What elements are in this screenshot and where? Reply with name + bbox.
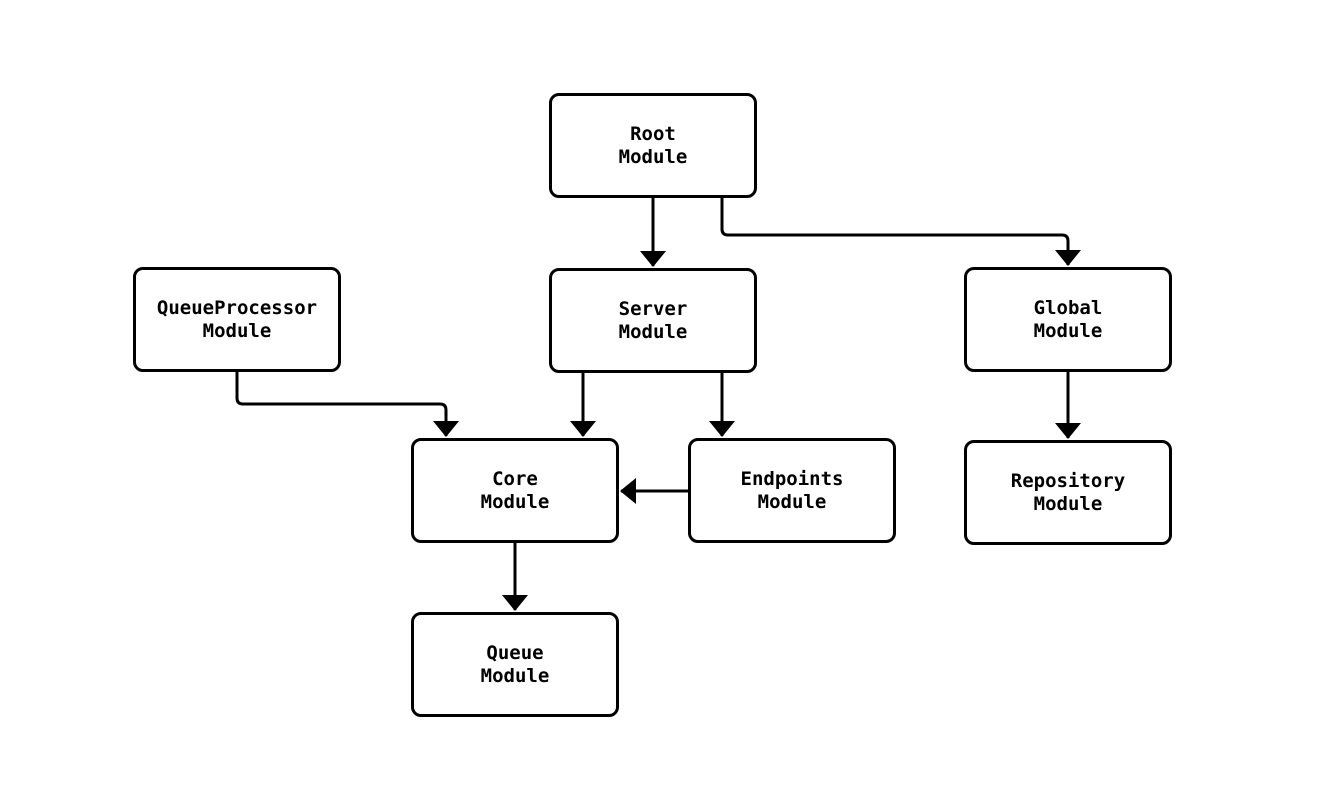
node-server-module: Server Module — [549, 268, 757, 373]
node-label: Endpoints Module — [740, 467, 844, 513]
node-root-module: Root Module — [549, 93, 757, 198]
node-label: Global Module — [1033, 296, 1103, 342]
node-label: Core Module — [480, 467, 550, 513]
node-label: Root Module — [618, 122, 688, 168]
node-queueprocessor-module: QueueProcessor Module — [133, 267, 341, 372]
node-label: QueueProcessor Module — [156, 296, 318, 342]
node-label: Repository Module — [1010, 469, 1126, 515]
node-label: Server Module — [618, 297, 688, 343]
edge-queueprocessor-to-core — [235, 372, 459, 437]
node-repository-module: Repository Module — [964, 440, 1172, 545]
node-queue-module: Queue Module — [411, 612, 619, 717]
node-core-module: Core Module — [411, 438, 619, 543]
node-label: Queue Module — [480, 641, 550, 687]
edge-root-to-global — [720, 198, 1081, 266]
node-global-module: Global Module — [964, 267, 1172, 372]
node-endpoints-module: Endpoints Module — [688, 438, 896, 543]
